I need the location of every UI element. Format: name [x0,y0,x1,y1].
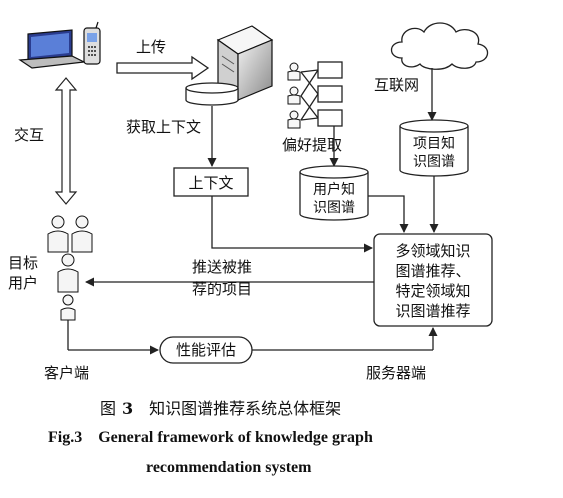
engine-line1: 多领域知识 [395,242,470,260]
item-kg-database [399,119,469,177]
user-icon [287,110,301,129]
context-box [173,167,249,197]
caption-cn-num: 3 [122,399,133,418]
target-user-line2: 用户 [8,274,38,292]
user-kg-database [299,165,369,221]
item-kg-line1: 项目知 [413,135,455,152]
context-box-label: 上下文 [188,174,233,192]
caption-en-line2: recommendation system [146,459,312,476]
recommendation-engine-box [373,233,493,327]
eval-label: 性能评估 [176,341,236,359]
upload-arrow [116,55,210,81]
interaction-double-arrow [54,77,78,205]
engine-line3: 特定领域知 [395,282,470,300]
server-label: 服务器端 [366,364,426,382]
user-kg-line2: 识图谱 [313,200,355,216]
push-line2: 荐的项目 [192,280,252,298]
target-users-icon [47,215,93,321]
target-user-line1: 目标 [8,254,38,272]
caption-en-line1: Fig.3 General framework of knowledge gra… [48,429,373,446]
user-kg-line1: 用户知 [313,181,355,198]
user-kg-to-engine-arrow [368,195,409,233]
engine-line4: 识图谱推荐 [395,302,470,320]
caption-cn-text: 知识图谱推荐系统总体框架 [149,399,341,418]
interaction-label: 交互 [14,126,44,144]
preference-users-icon [287,61,343,129]
caption-cn-prefix: 图 [100,399,116,418]
internet-label: 互联网 [374,76,419,94]
preference-label: 偏好提取 [282,136,342,154]
phone-icon [83,21,101,65]
get-context-label: 获取上下文 [126,118,201,136]
upload-label: 上传 [136,38,166,56]
laptop-icon [18,29,87,69]
context-to-engine-arrow [211,196,373,253]
engine-line2: 图谱推荐、 [395,262,470,280]
user-icon [287,62,301,81]
item-kg-line2: 识图谱 [413,154,455,170]
cloud-icon [390,22,489,70]
push-line1: 推送被推 [192,258,252,276]
client-label: 客户端 [44,364,89,382]
context-database-icon [185,82,239,106]
user-icon [287,86,301,105]
